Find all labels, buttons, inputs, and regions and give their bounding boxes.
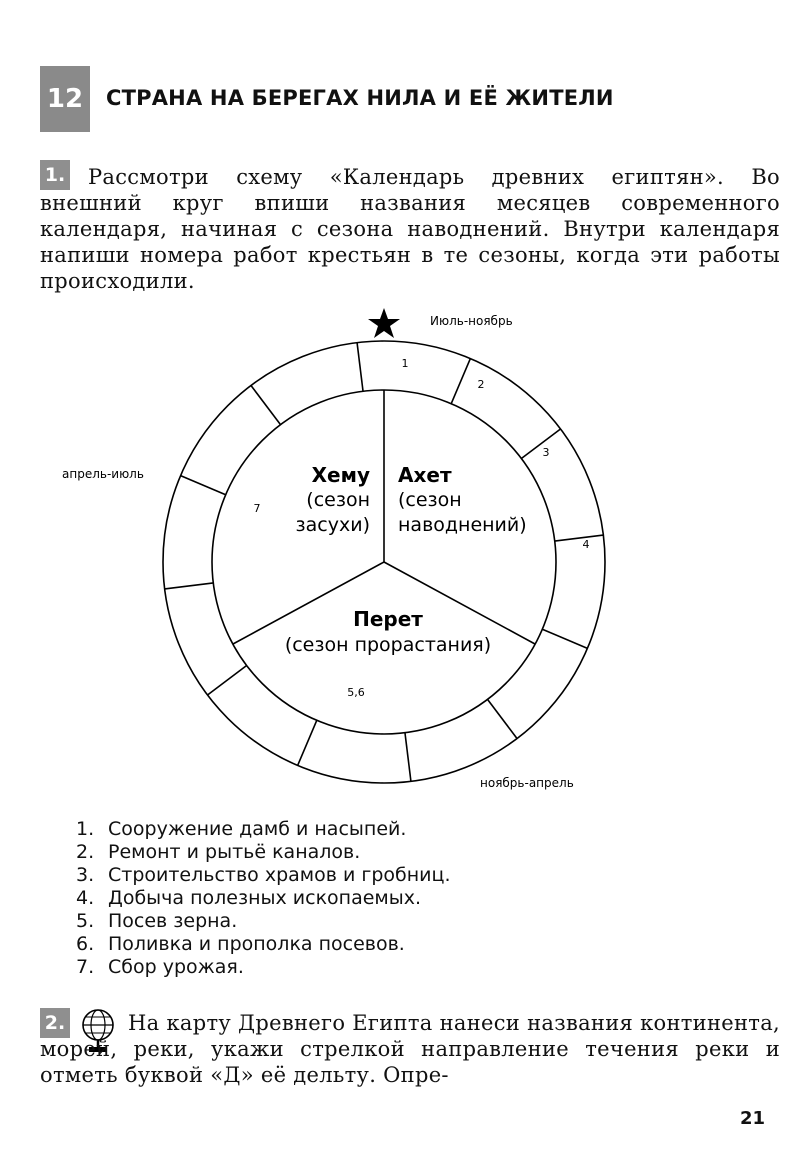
outer-ring-segments xyxy=(164,342,604,782)
list-item: 2.Ремонт и рытьё каналов. xyxy=(76,841,361,863)
globe-icon xyxy=(82,1009,114,1052)
list-item: 7.Сбор урожая. xyxy=(76,956,244,978)
page-number: 21 xyxy=(739,1108,765,1129)
task-1-number-badge: 1. xyxy=(40,160,70,190)
egyptian-calendar-diagram: Июль-ноябрь апрель-июль ноябрь-апрель 1 … xyxy=(62,308,606,790)
list-item: 4.Добыча полезных ископаемых. xyxy=(76,887,422,909)
season-khemu-name: Хему xyxy=(312,463,370,487)
season-akhet-name: Ахет xyxy=(398,463,452,487)
divider-khemu-peret xyxy=(232,561,385,645)
month-divider-line xyxy=(404,732,412,782)
month-divider-line xyxy=(486,698,518,739)
month-divider-line xyxy=(542,628,588,650)
task-2-number-badge: 2. xyxy=(40,1008,70,1038)
season-peret-name: Перет xyxy=(353,607,423,631)
label-april-july: апрель-июль xyxy=(62,467,144,481)
month-divider-line xyxy=(520,428,561,460)
segment-number-4: 4 xyxy=(583,538,590,551)
lesson-title: СТРАНА НА БЕРЕГАХ НИЛА И ЕЁ ЖИТЕЛИ xyxy=(106,86,614,110)
month-divider-line xyxy=(554,534,604,542)
season-akhet-line1: (сезон xyxy=(398,489,462,511)
month-divider-line xyxy=(164,582,214,590)
star-icon xyxy=(368,308,400,338)
peret-answer: 5,6 xyxy=(347,686,365,699)
month-divider-line xyxy=(180,474,226,496)
segment-number-2: 2 xyxy=(478,378,485,391)
month-divider-line xyxy=(450,358,472,404)
list-item: 3.Строительство храмов и гробниц. xyxy=(76,864,451,886)
task-2-text: На карту Древнего Египта нанеси названия… xyxy=(40,1011,780,1087)
month-divider-line xyxy=(207,664,248,696)
outer-ring-outer-circle xyxy=(162,340,606,784)
label-july-november: Июль-ноябрь xyxy=(430,314,513,328)
task-1-text: Рассмотри схему «Календарь древних египт… xyxy=(40,165,780,293)
season-peret-line1: (сезон прорастания) xyxy=(285,634,491,656)
season-khemu-line2: засухи) xyxy=(296,514,370,536)
divider-akhet-peret xyxy=(383,561,536,645)
month-divider-line xyxy=(356,342,364,392)
label-november-april: ноябрь-апрель xyxy=(480,776,574,790)
peasant-works-list: 1.Сооружение дамб и насыпей. 2.Ремонт и … xyxy=(76,818,451,979)
segment-number-3: 3 xyxy=(543,446,550,459)
segment-number-1: 1 xyxy=(402,357,409,370)
season-akhet-line2: наводнений) xyxy=(398,514,527,536)
lesson-number-badge: 12 xyxy=(40,66,90,132)
list-item: 1.Сооружение дамб и насыпей. xyxy=(76,818,407,840)
month-divider-line xyxy=(250,385,282,426)
list-item: 5.Посев зерна. xyxy=(76,910,238,932)
month-divider-line xyxy=(296,720,318,766)
khemu-answer: 7 xyxy=(254,502,261,515)
season-khemu-line1: (сезон xyxy=(306,489,370,511)
list-item: 6.Поливка и прополка посевов. xyxy=(76,933,405,955)
